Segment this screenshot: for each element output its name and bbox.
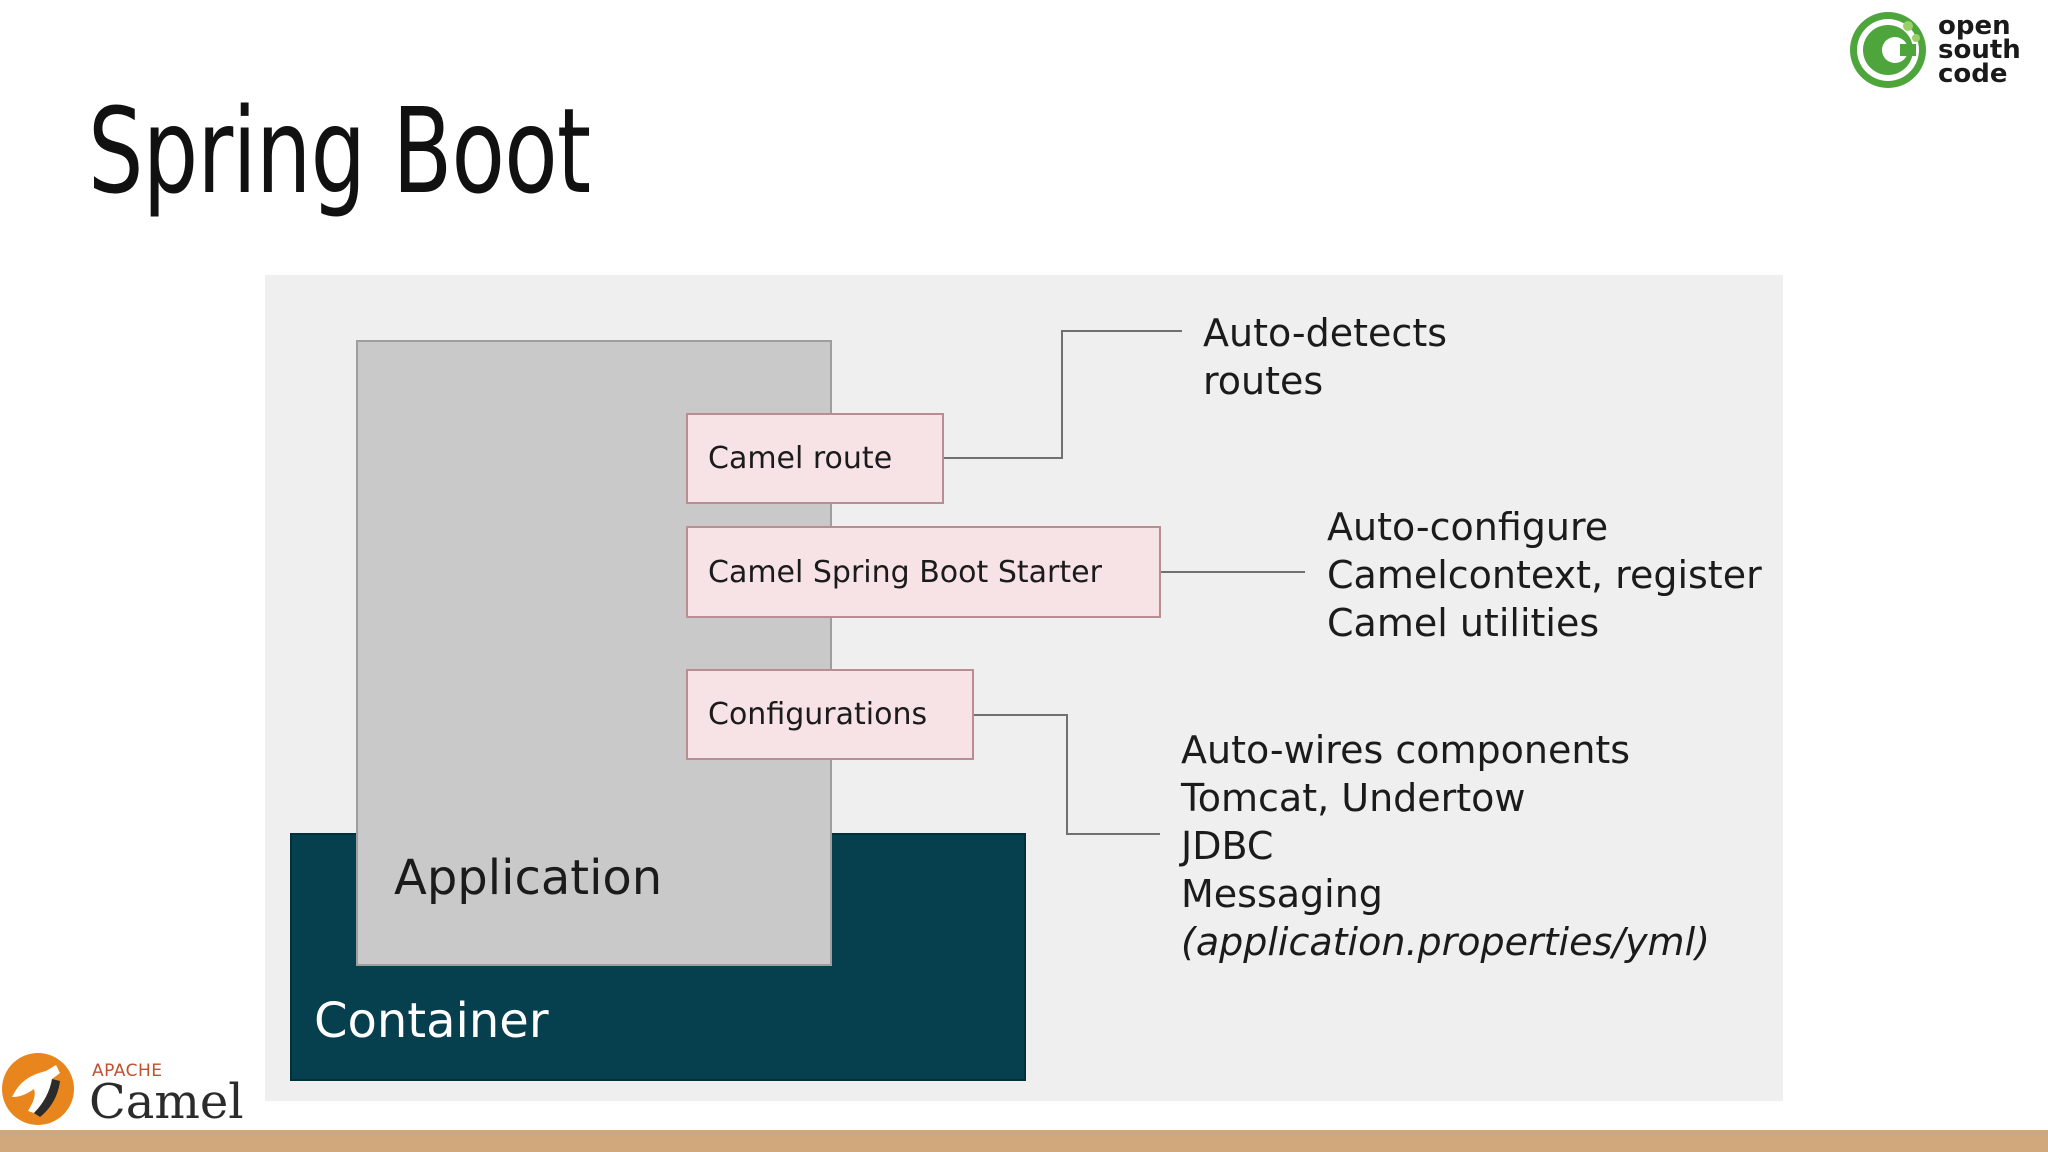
apache-wordmark: APACHE [92,1061,163,1081]
container-label: Container [314,993,549,1049]
route-connector [944,330,1182,459]
application-label: Application [394,850,663,906]
open-south-code-icon [1850,12,1926,88]
note-auto-detects: Auto-detects routes [1203,311,1448,403]
note-auto-configure: Auto-configure Camelcontext, register Ca… [1327,505,1762,645]
note-auto-wires: Auto-wires components Tomcat, Undertow J… [1181,728,1710,964]
open-south-code-wordmark: open south code [1938,11,2021,89]
footer-band [0,1130,2048,1152]
slide-title: Spring Boot [88,82,591,220]
apache-camel-logo: APACHE Camel [0,1048,260,1128]
config-connector [974,714,1160,835]
open-south-code-logo: open south code [1846,8,2036,92]
configurations-box: Configurations [686,669,974,760]
camel-icon [2,1053,74,1125]
camel-route-box: Camel route [686,413,944,504]
camel-wordmark: Camel [89,1074,244,1130]
camel-spring-boot-starter-box: Camel Spring Boot Starter [686,526,1161,618]
